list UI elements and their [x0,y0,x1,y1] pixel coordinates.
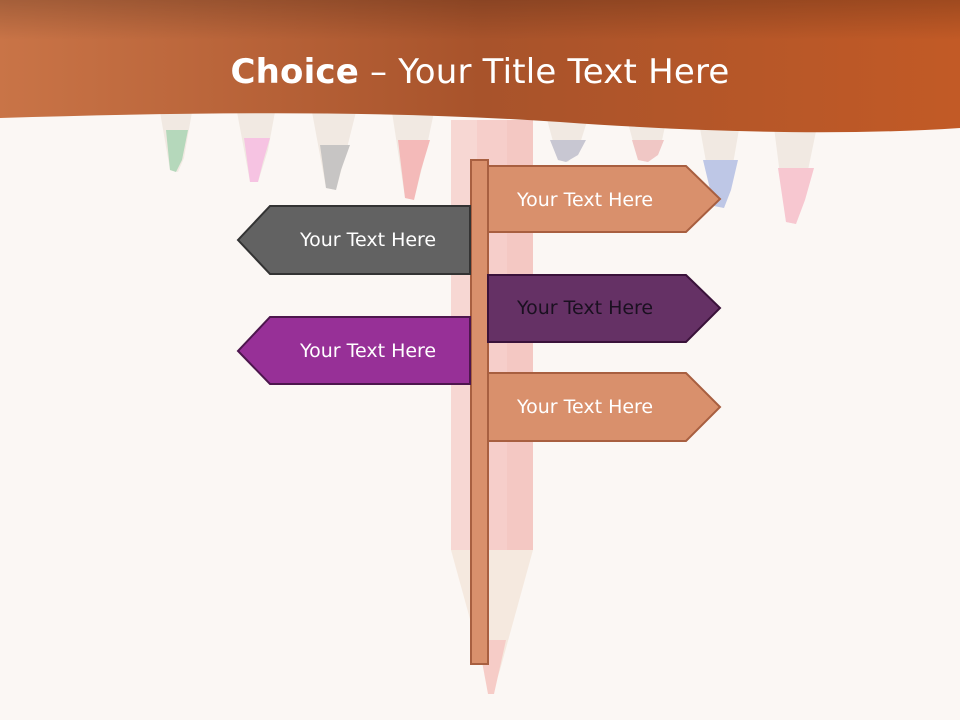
sign-arrow-4[interactable] [236,316,471,385]
sign-label-3[interactable]: Your Text Here [517,297,654,319]
sign-label-2[interactable]: Your Text Here [300,229,437,251]
sign-label-4[interactable]: Your Text Here [300,340,437,362]
sign-label-5[interactable]: Your Text Here [517,396,654,418]
title-rest: – Your Title Text Here [359,52,730,92]
slide-title[interactable]: Choice – Your Title Text Here [0,52,960,92]
sign-arrow-5[interactable] [487,372,722,442]
sign-arrow-1[interactable] [487,165,722,233]
signpost-pole [470,159,489,665]
title-bold: Choice [230,52,360,92]
sign-label-1[interactable]: Your Text Here [517,189,654,211]
signpost-arrows [236,165,722,442]
sign-arrow-3[interactable] [487,274,722,343]
sign-arrow-2[interactable] [236,205,471,275]
